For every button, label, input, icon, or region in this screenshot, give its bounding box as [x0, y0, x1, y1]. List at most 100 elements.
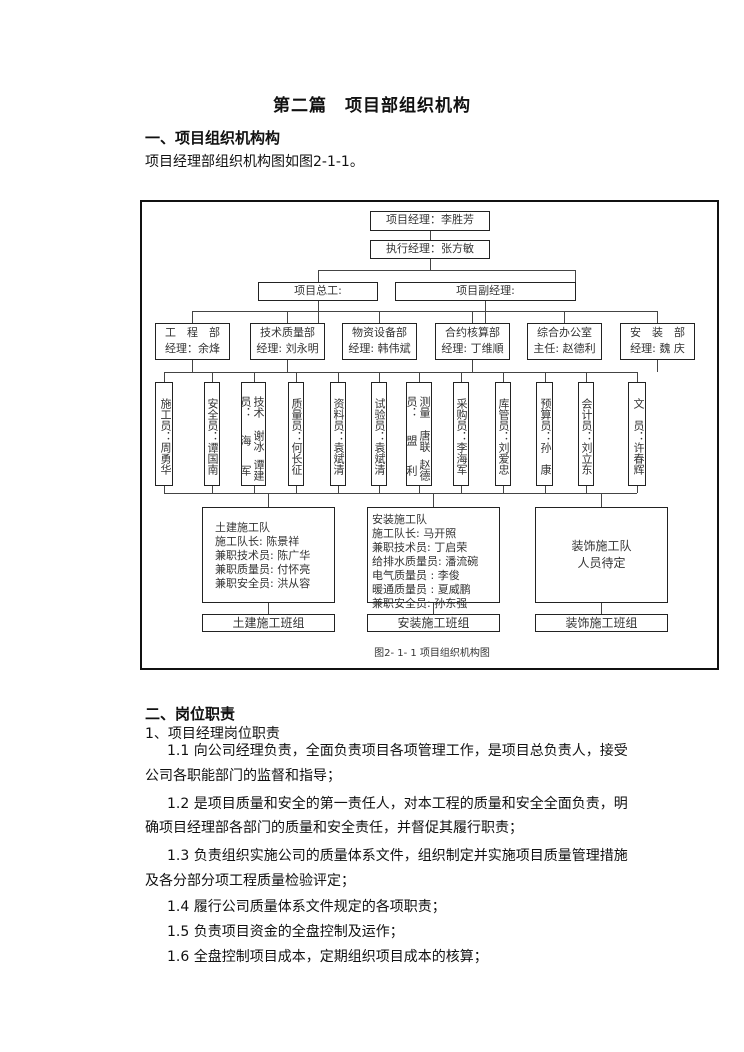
team-box: 安装施工队施工队长: 马开照兼职技术员: 丁启荣给排水质量员: 潘流碗电气质量员…	[367, 507, 500, 610]
chart-caption: 图2- 1- 1 项目组织机构图	[374, 648, 490, 659]
department-head: 主任: 赵德利	[533, 342, 596, 355]
executive-manager-box: 执行经理：张方敏	[370, 240, 490, 259]
connector-line	[253, 485, 255, 493]
connector-line	[472, 360, 473, 372]
connector-line	[379, 485, 380, 493]
staff-name: 李海军	[455, 441, 468, 475]
connector-line	[544, 372, 546, 382]
section2-heading: 二、岗位职责	[145, 705, 236, 723]
paragraph-line: 确项目经理部各部门的质量和安全责任，并督促其履行职责；	[145, 820, 523, 836]
staff-box: 质量员：何长征	[288, 382, 304, 486]
team-line: 电气质量员 : 李俊	[372, 569, 460, 582]
staff-box: 采购员：李海军	[453, 382, 469, 486]
staff-role: 施工员：	[159, 397, 172, 442]
staff-role: 试验员：	[373, 397, 386, 442]
staff-name: 孙 康	[539, 441, 552, 475]
paragraph-line: 1.1 向公司经理负责，全面负责项目各项管理工作，是项目总负责人，接受	[167, 743, 628, 759]
connector-line	[601, 603, 602, 614]
connector-line	[268, 493, 269, 507]
staff-box: 库管员：刘爱忠	[495, 382, 511, 486]
team-box: 装饰施工队人员待定	[535, 507, 668, 603]
connector-line	[192, 360, 193, 372]
staff-name: 袁斌清	[332, 441, 345, 475]
paragraph-line: 及各分部分项工程质量检验评定；	[145, 873, 355, 889]
team-group-box: 土建施工班组	[202, 614, 335, 632]
staff-role: 资料员：	[332, 397, 345, 442]
team-line: 人员待定	[577, 556, 626, 570]
connector-line	[461, 372, 462, 382]
staff-role: 会计员：	[580, 397, 593, 442]
staff-name: 何长征	[290, 441, 303, 475]
paragraph-line: 1.3 负责组织实施公司的质量体系文件，组织制定并实施项目质量管理措施	[167, 848, 628, 864]
staff-box: 预算员：孙 康	[536, 382, 553, 486]
deputy-manager-box: 项目副经理:	[395, 282, 576, 301]
staff-box: 会计员：刘立东	[578, 382, 594, 486]
department-name: 技术质量部	[260, 326, 315, 339]
connector-line	[338, 372, 339, 382]
connector-line	[586, 372, 587, 382]
team-group-box: 安装施工班组	[367, 614, 500, 632]
section2-subheading: 1、项目经理岗位职责	[145, 726, 280, 742]
staff-name: 袁斌清	[373, 441, 386, 475]
connector-line	[253, 372, 255, 382]
connector-line	[472, 311, 473, 323]
staff-role: 库管员：	[497, 397, 510, 442]
connector-line	[296, 485, 297, 493]
connector-line	[564, 311, 565, 323]
paragraph-line: 1.2 是项目质量和安全的第一责任人，对本工程的质量和安全全面负责，明	[167, 796, 628, 812]
staff-name: 谭建军	[239, 459, 265, 482]
connector-line	[338, 485, 339, 493]
staff-box: 安全员：谭国南	[204, 382, 220, 486]
staff-box: 文 员：许春辉	[628, 382, 646, 486]
staff-role: 安全员：	[206, 397, 219, 442]
staff-name: 谢冰海	[239, 429, 265, 452]
connector-line	[503, 485, 504, 493]
org-chart-frame	[140, 200, 719, 670]
staff-role: 采购员：	[455, 397, 468, 442]
connector-line	[637, 485, 638, 493]
connector-line	[296, 372, 297, 382]
section1-intro: 项目经理部组织机构图如图2-1-1。	[145, 154, 364, 170]
staff-name: 周勇华	[159, 441, 172, 475]
connector-line	[419, 372, 420, 382]
team-line: 施工队长: 陈景祥	[215, 535, 300, 548]
paragraph-line: 1.4 履行公司质量体系文件规定的各项职责；	[167, 899, 446, 915]
department-head: 经理: 刘永明	[256, 342, 319, 355]
department-box: 综合办公室主任: 赵德利	[527, 323, 602, 360]
page-title: 第二篇 项目部组织机构	[273, 96, 471, 116]
staff-box: 测量员：唐联盟赵德利	[405, 382, 432, 486]
team-box: 土建施工队施工队长: 陈景祥兼职技术员: 陈广华兼职质量员: 付怀亮兼职安全员:…	[202, 507, 335, 603]
staff-role: 预算员：	[539, 397, 552, 442]
team-line: 施工队长: 马开照	[372, 527, 457, 540]
staff-role: 技术员：	[239, 395, 265, 418]
connector-line	[419, 485, 420, 493]
department-box: 安 装 部经理: 魏 庆	[620, 323, 695, 360]
team-line: 兼职技术员: 陈广华	[215, 549, 311, 562]
team-line: 给排水质量员: 潘流碗	[372, 555, 479, 568]
chief-engineer-box: 项目总工:	[258, 282, 378, 301]
connector-line	[164, 372, 165, 382]
department-head: 经理: 韩伟斌	[348, 342, 411, 355]
connector-line	[461, 485, 462, 493]
staff-name: 许春辉	[632, 441, 645, 475]
section1-heading: 一、项目组织机构构	[145, 129, 281, 147]
connector-line	[192, 311, 193, 323]
team-line: 兼职技术员: 丁启荣	[372, 541, 468, 554]
team-line: 兼职安全员: 孙东强	[372, 597, 468, 610]
department-name: 工 程 部	[165, 326, 220, 339]
department-box: 物资设备部经理: 韩伟斌	[342, 323, 417, 360]
connector-line	[164, 485, 165, 493]
staff-role: 质量员：	[290, 397, 303, 442]
connector-line	[268, 603, 269, 614]
team-line: 安装施工队	[372, 513, 427, 526]
project-manager-box: 项目经理：李胜芳	[370, 211, 490, 231]
department-head: 经理: 魏 庆	[630, 342, 685, 355]
paragraph-line: 1.5 负责项目资金的全盘控制及运作；	[167, 924, 404, 940]
team-group-box: 装饰施工班组	[535, 614, 668, 632]
staff-role: 测量员：	[405, 395, 431, 418]
team-line: 兼职质量员: 付怀亮	[215, 563, 311, 576]
connector-line	[379, 372, 380, 382]
connector-line	[287, 311, 288, 323]
connector-line	[379, 311, 380, 323]
